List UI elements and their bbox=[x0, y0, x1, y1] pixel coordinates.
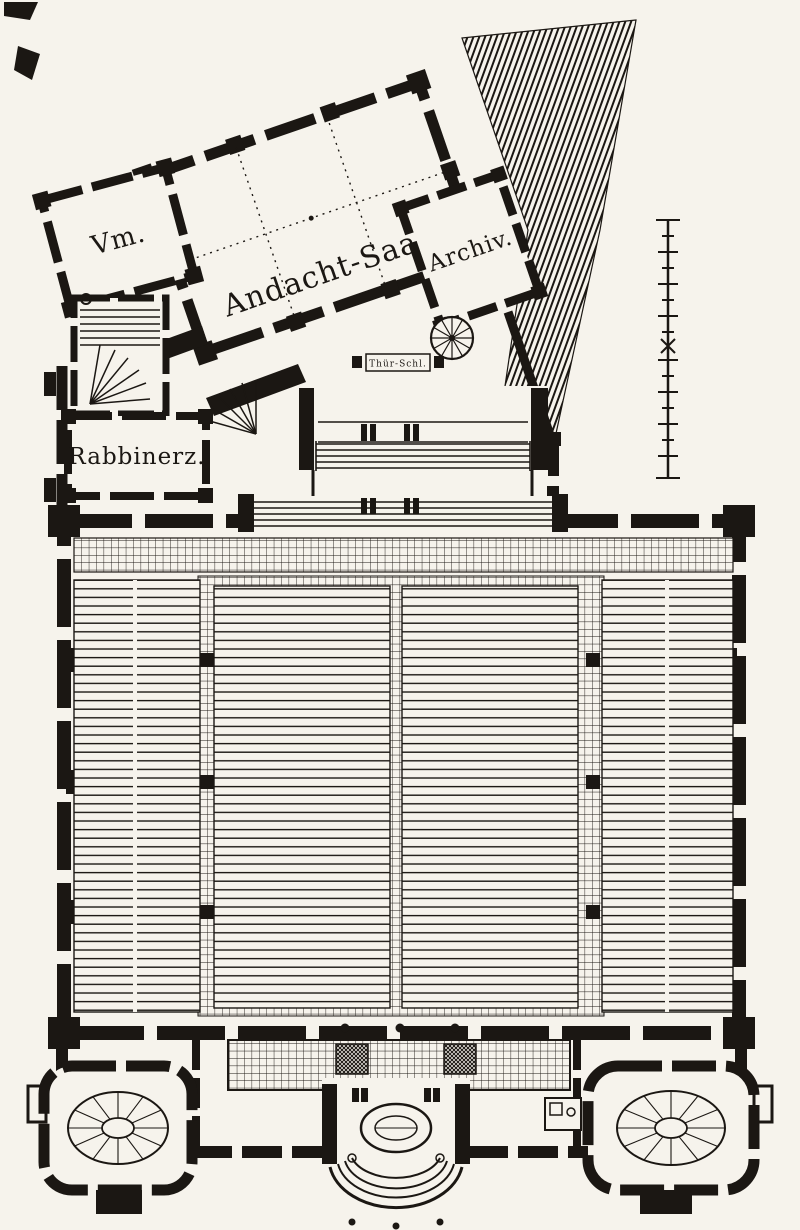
hall-columns bbox=[200, 653, 600, 919]
portal-oval-vestibule bbox=[359, 1102, 433, 1154]
door-note-box: Thür-Schl. bbox=[365, 353, 431, 372]
side-room-detail bbox=[544, 1097, 582, 1131]
portal-pier-right bbox=[455, 1084, 470, 1164]
stair-block-west bbox=[70, 293, 170, 418]
label-rabbi: Rabbinerz. bbox=[68, 444, 205, 470]
pew-bank-center-left bbox=[213, 585, 391, 1009]
tower-outer-stubs bbox=[26, 1084, 774, 1124]
porch-door-leaves bbox=[361, 424, 419, 441]
west-outer-wall bbox=[44, 366, 68, 512]
room-vm: Vm. bbox=[31, 157, 205, 319]
portal-south bbox=[322, 1078, 470, 1230]
wing-prayer-hall: Andacht-Saal. bbox=[131, 69, 493, 366]
room-archive: Archiv. bbox=[391, 165, 549, 335]
room-rabbi: Rabbinerz. bbox=[61, 409, 213, 503]
ceiling-center-mark bbox=[308, 215, 314, 221]
stair-fan-lines bbox=[89, 344, 151, 405]
scale-bar bbox=[656, 219, 680, 479]
porch-steps bbox=[315, 441, 531, 471]
pew-bank-center-right bbox=[401, 585, 579, 1009]
hall-main bbox=[48, 494, 755, 1049]
scan-edge-marks bbox=[4, 2, 40, 80]
stair-tower-left-treads bbox=[68, 1092, 168, 1164]
porch-pier-right bbox=[531, 388, 548, 470]
foundation-feet bbox=[96, 1190, 692, 1214]
portal-pier-left bbox=[322, 1084, 337, 1164]
bimah-wall-dots bbox=[340, 1023, 460, 1033]
stair-tower-left bbox=[38, 1060, 198, 1196]
vestibule-pier-right bbox=[443, 1043, 477, 1075]
hall-entrance-north bbox=[238, 494, 568, 534]
ceiling-dotted-lines bbox=[176, 116, 448, 320]
stair-flight-lines bbox=[80, 309, 160, 346]
entry-porch: Thür-Schl. bbox=[296, 353, 548, 502]
stair-tower-right-treads bbox=[617, 1091, 725, 1165]
porch-pier-left bbox=[299, 388, 314, 470]
door-pivot-mark bbox=[80, 293, 92, 305]
hall-north-aisle-grid bbox=[73, 537, 734, 573]
portal-curved-steps bbox=[328, 1157, 464, 1210]
fan-stair-center bbox=[205, 382, 257, 435]
entrance-steps bbox=[251, 499, 555, 529]
label-door-note: Thür-Schl. bbox=[369, 360, 427, 370]
stair-tower-right bbox=[582, 1060, 760, 1196]
spiral-stair-archive bbox=[429, 315, 475, 361]
vestibule-pier-left bbox=[335, 1043, 369, 1075]
